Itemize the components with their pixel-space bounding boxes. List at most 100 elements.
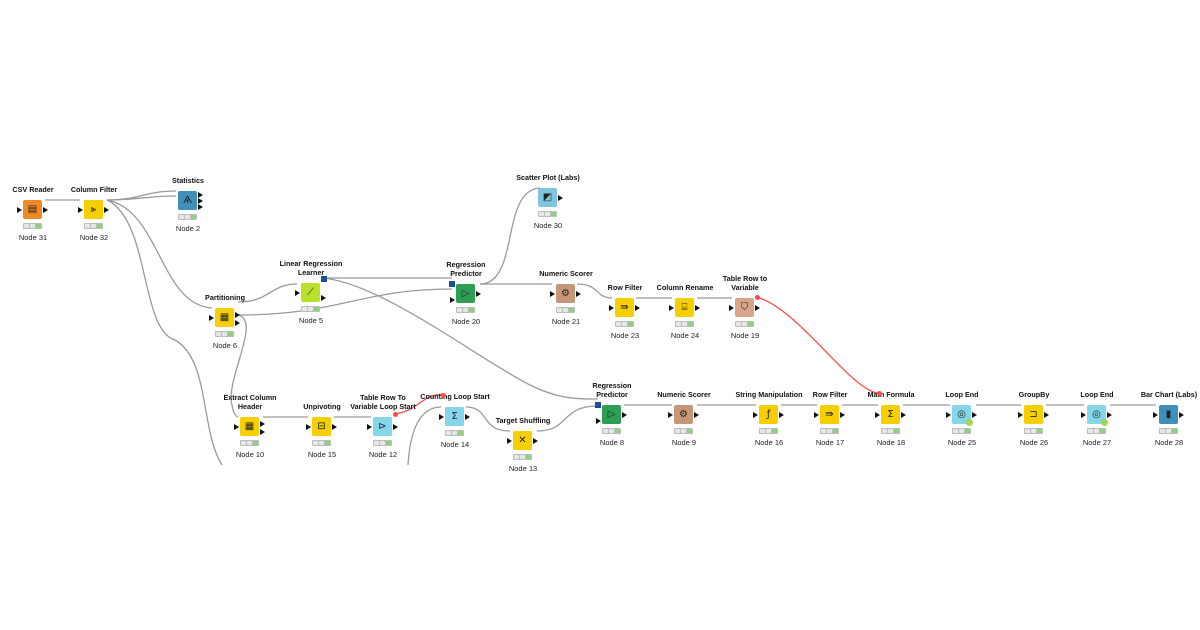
node-label[interactable]: Node 17 [815,438,845,447]
regression-learner-icon[interactable]: ⟋ [301,283,320,302]
input-port[interactable] [946,412,951,418]
node-n24[interactable]: Column Rename⌸Node 24 [645,274,725,354]
node-label[interactable]: Node 27 [1082,438,1112,447]
row-filter-icon[interactable]: ⇛ [615,298,634,317]
output-port[interactable] [43,207,48,213]
node-label[interactable]: Node 16 [754,438,784,447]
output-port[interactable] [1107,412,1112,418]
output-port[interactable] [576,291,581,297]
file-table-icon[interactable]: ▤ [23,200,42,219]
node-n17[interactable]: Row Filter⇛Node 17 [790,381,870,461]
node-label[interactable]: Node 23 [610,331,640,340]
node-label[interactable]: Node 8 [599,438,625,447]
input-port[interactable] [550,291,555,297]
partition-icon[interactable]: ▦ [215,308,234,327]
node-label[interactable]: Node 30 [533,221,563,230]
node-label[interactable]: Node 13 [508,464,538,473]
node-label[interactable]: Node 25 [947,438,977,447]
input-port[interactable] [669,305,674,311]
loop-start-icon[interactable]: ⊳ [373,417,392,436]
input-port[interactable] [306,424,311,430]
node-n19[interactable]: Table Row to Variable⛉Node 19 [705,274,785,354]
node-n21[interactable]: Numeric Scorer⚙Node 21 [526,260,606,340]
shuffle-icon[interactable]: ✕ [513,431,532,450]
node-label[interactable]: Node 9 [671,438,697,447]
input-port[interactable] [668,412,673,418]
node-label[interactable]: Node 6 [212,341,238,350]
node-n32[interactable]: Column Filter⫸Node 32 [54,176,134,256]
output-port[interactable] [198,204,203,210]
output-port[interactable] [235,312,240,318]
input-port[interactable] [814,412,819,418]
node-n9[interactable]: Numeric Scorer⚙Node 9 [644,381,724,461]
input-port[interactable] [507,438,512,444]
input-port[interactable] [753,412,758,418]
column-rename-icon[interactable]: ⌸ [675,298,694,317]
output-port[interactable] [260,421,265,427]
groupby-icon[interactable]: ⊐ [1024,405,1043,424]
bar-chart-icon[interactable]: ▮ [1159,405,1178,424]
output-port[interactable] [694,412,699,418]
output-port[interactable] [695,305,700,311]
node-n28[interactable]: Bar Chart (Labs)▮Node 28 [1129,381,1200,461]
output-port[interactable] [972,412,977,418]
node-n30[interactable]: Scatter Plot (Labs)◩Node 30 [508,164,588,244]
flow-variable-port[interactable] [393,412,398,417]
input-port[interactable] [1153,412,1158,418]
node-label[interactable]: Node 32 [79,233,109,242]
node-n20[interactable]: Regression Predictor▷Node 20 [426,260,506,340]
output-port[interactable] [558,195,563,201]
scorer-icon[interactable]: ⚙ [674,405,693,424]
input-port[interactable] [78,207,83,213]
node-label[interactable]: Node 21 [551,317,581,326]
output-port[interactable] [1179,412,1184,418]
node-label[interactable]: Node 24 [670,331,700,340]
output-port[interactable] [393,424,398,430]
string-manipulation-icon[interactable]: ƒ [759,405,778,424]
output-port[interactable] [104,207,109,213]
scatter-plot-icon[interactable]: ◩ [538,188,557,207]
node-label[interactable]: Node 26 [1019,438,1049,447]
node-label[interactable]: Node 31 [18,233,48,242]
output-port[interactable] [198,198,203,204]
output-port[interactable] [779,412,784,418]
input-port[interactable] [729,305,734,311]
flow-variable-port[interactable] [441,393,446,398]
flow-variable-port[interactable] [877,391,882,396]
input-port[interactable] [609,305,614,311]
node-n13[interactable]: Target Shuffling✕Node 13 [483,407,563,487]
input-port[interactable] [1081,412,1086,418]
output-port[interactable] [476,291,481,297]
input-port[interactable] [1018,412,1023,418]
node-label[interactable]: Node 19 [730,331,760,340]
node-n6[interactable]: Partitioning▦Node 6 [185,284,265,364]
predictor-icon[interactable]: ▷ [456,284,475,303]
input-port[interactable] [875,412,880,418]
node-label[interactable]: Node 14 [440,440,470,449]
output-port[interactable] [332,424,337,430]
output-port[interactable] [260,429,265,435]
node-n15[interactable]: Unpivoting⊟Node 15 [282,393,362,473]
unpivot-icon[interactable]: ⊟ [312,417,331,436]
output-port[interactable] [622,412,627,418]
row-to-variable-icon[interactable]: ⛉ [735,298,754,317]
node-n12[interactable]: Table Row To Variable Loop Start⊳Node 12 [343,393,423,473]
node-label[interactable]: Node 18 [876,438,906,447]
model-input-port[interactable] [595,402,601,408]
input-port[interactable] [439,414,444,420]
node-label[interactable]: Node 5 [298,316,324,325]
output-port[interactable] [235,320,240,326]
output-port[interactable] [533,438,538,444]
node-label[interactable]: Node 28 [1154,438,1184,447]
scorer-icon[interactable]: ⚙ [556,284,575,303]
counting-loop-icon[interactable]: Σ [445,407,464,426]
node-n23[interactable]: Row Filter⇛Node 23 [585,274,665,354]
input-port[interactable] [209,315,214,321]
flow-variable-port[interactable] [755,295,760,300]
input-port[interactable] [234,424,239,430]
node-n31[interactable]: CSV Reader▤Node 31 [0,176,73,256]
input-port[interactable] [596,418,601,424]
node-n10[interactable]: Extract Column Header▦Node 10 [210,393,290,473]
